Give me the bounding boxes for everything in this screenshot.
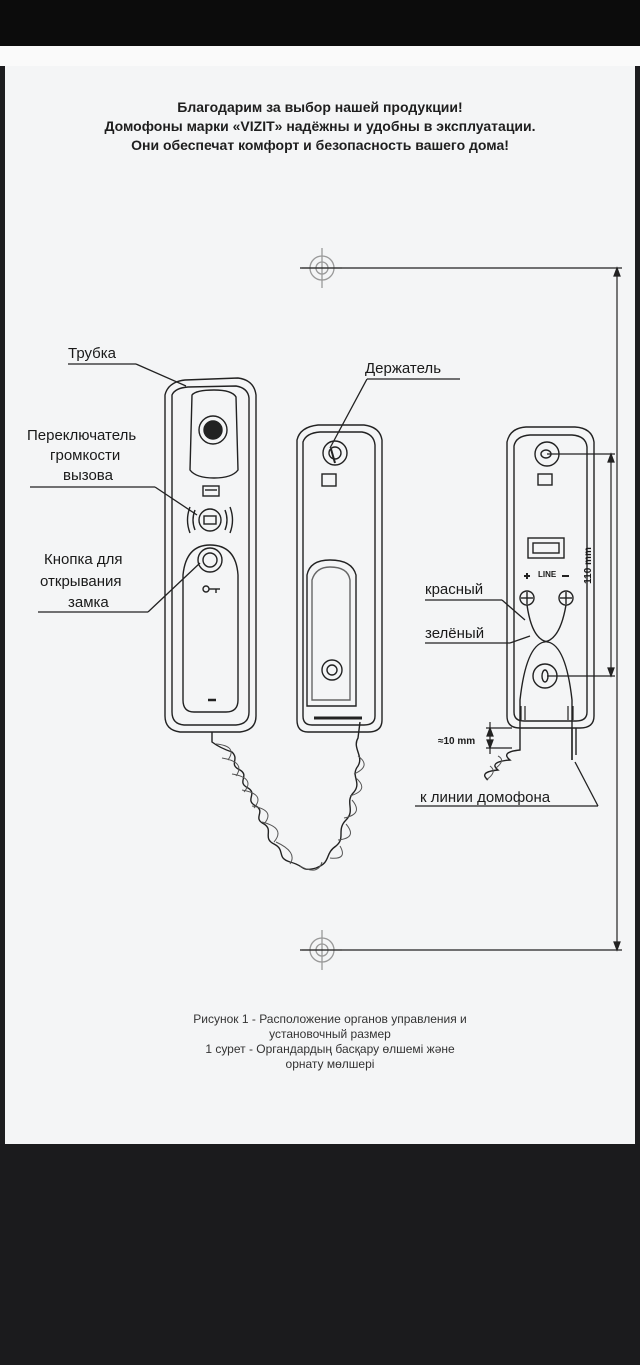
label-handset: Трубка	[68, 345, 116, 362]
label-to-intercom-line: к линии домофона	[420, 789, 551, 806]
label-lock-button-line-1: Кнопка для	[44, 551, 123, 568]
caption-line-1: Рисунок 1 - Расположение органов управле…	[193, 1012, 467, 1026]
label-red-wire: красный	[425, 581, 484, 598]
intro-line-1: Благодарим за выбор нашей продукции!	[177, 99, 463, 115]
top-black-bar	[0, 0, 640, 46]
figure-caption: Рисунок 1 - Расположение органов управле…	[150, 1012, 510, 1072]
label-volume-switch-line-1: Переключатель	[27, 427, 137, 444]
caption-line-2: установочный размер	[269, 1027, 391, 1041]
bottom-dark-area	[0, 1144, 640, 1365]
intro-text: Благодарим за выбор нашей продукции! Дом…	[0, 98, 640, 155]
label-lock-button-line-2: открывания	[40, 573, 122, 590]
handset-cord	[211, 721, 361, 871]
intro-line-3: Они обеспечат комфорт и безопасность ваш…	[131, 137, 509, 153]
page-top-strip	[0, 46, 640, 66]
holder-drawing	[296, 424, 383, 733]
intro-line-2: Домофоны марки «VIZIT» надёжны и удобны …	[104, 118, 536, 134]
label-volume-switch-line-3: вызова	[63, 467, 113, 484]
label-volume-switch-line-2: громкости	[50, 447, 121, 464]
caption-line-3: 1 сурет - Органдардың басқару өлшемі жән…	[205, 1042, 455, 1056]
label-dimension-10: ≈10 mm	[438, 736, 476, 747]
label-green-wire: зелёный	[425, 625, 485, 642]
label-dimension-110: 110 mm	[582, 547, 594, 584]
caption-line-4: орнату мөлшері	[285, 1057, 375, 1071]
label-line-marking: LINE	[538, 570, 557, 579]
handset-drawing	[164, 377, 257, 733]
dimension-lines	[300, 266, 622, 952]
base-drawing	[484, 426, 595, 781]
label-holder: Держатель	[365, 360, 442, 377]
label-lock-button-line-3: замка	[68, 594, 109, 611]
leader-lines	[30, 363, 599, 807]
